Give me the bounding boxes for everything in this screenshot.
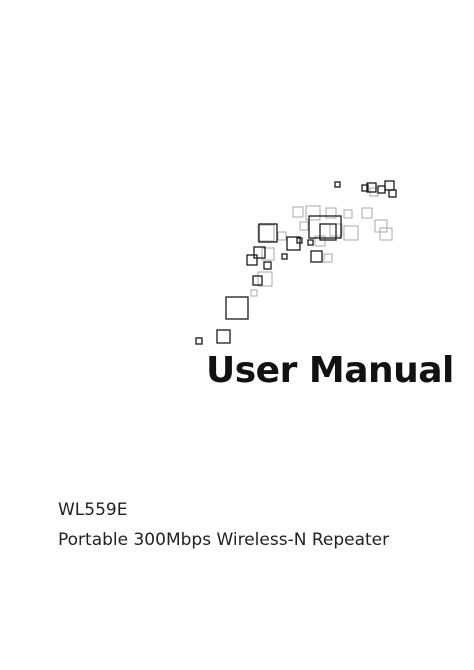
light-square (250, 289, 258, 297)
dark-square (334, 181, 341, 188)
dark-square (225, 296, 249, 320)
dark-square (296, 237, 303, 244)
dark-square (252, 275, 263, 286)
light-square (343, 209, 353, 219)
dark-square (281, 253, 288, 260)
dark-square (319, 223, 337, 241)
light-square (299, 221, 309, 231)
light-square (261, 247, 275, 261)
light-square (325, 207, 337, 219)
light-square (292, 206, 304, 218)
light-square (257, 271, 273, 287)
scattered-squares-graphic (195, 180, 397, 345)
dark-square (310, 250, 323, 263)
light-square (343, 225, 359, 241)
dark-square (366, 182, 377, 193)
dark-square (263, 261, 272, 270)
dark-square (384, 180, 395, 191)
dark-square (307, 239, 314, 246)
dark-square (308, 215, 342, 239)
dark-square (377, 185, 386, 194)
dark-square (195, 337, 203, 345)
light-square (257, 224, 275, 242)
light-square (361, 207, 373, 219)
dark-square (216, 329, 231, 344)
light-square (305, 205, 321, 221)
dark-square (361, 184, 369, 192)
light-square (323, 253, 333, 263)
document-title: User Manual (206, 350, 454, 391)
dark-square (253, 246, 266, 259)
dark-square (246, 254, 258, 266)
light-square (277, 231, 287, 241)
dark-square (388, 189, 397, 198)
light-square (374, 219, 388, 233)
dark-square (258, 223, 278, 243)
model-number: WL559E (58, 500, 128, 520)
light-square (379, 227, 393, 241)
product-name: Portable 300Mbps Wireless-N Repeater (58, 530, 390, 550)
